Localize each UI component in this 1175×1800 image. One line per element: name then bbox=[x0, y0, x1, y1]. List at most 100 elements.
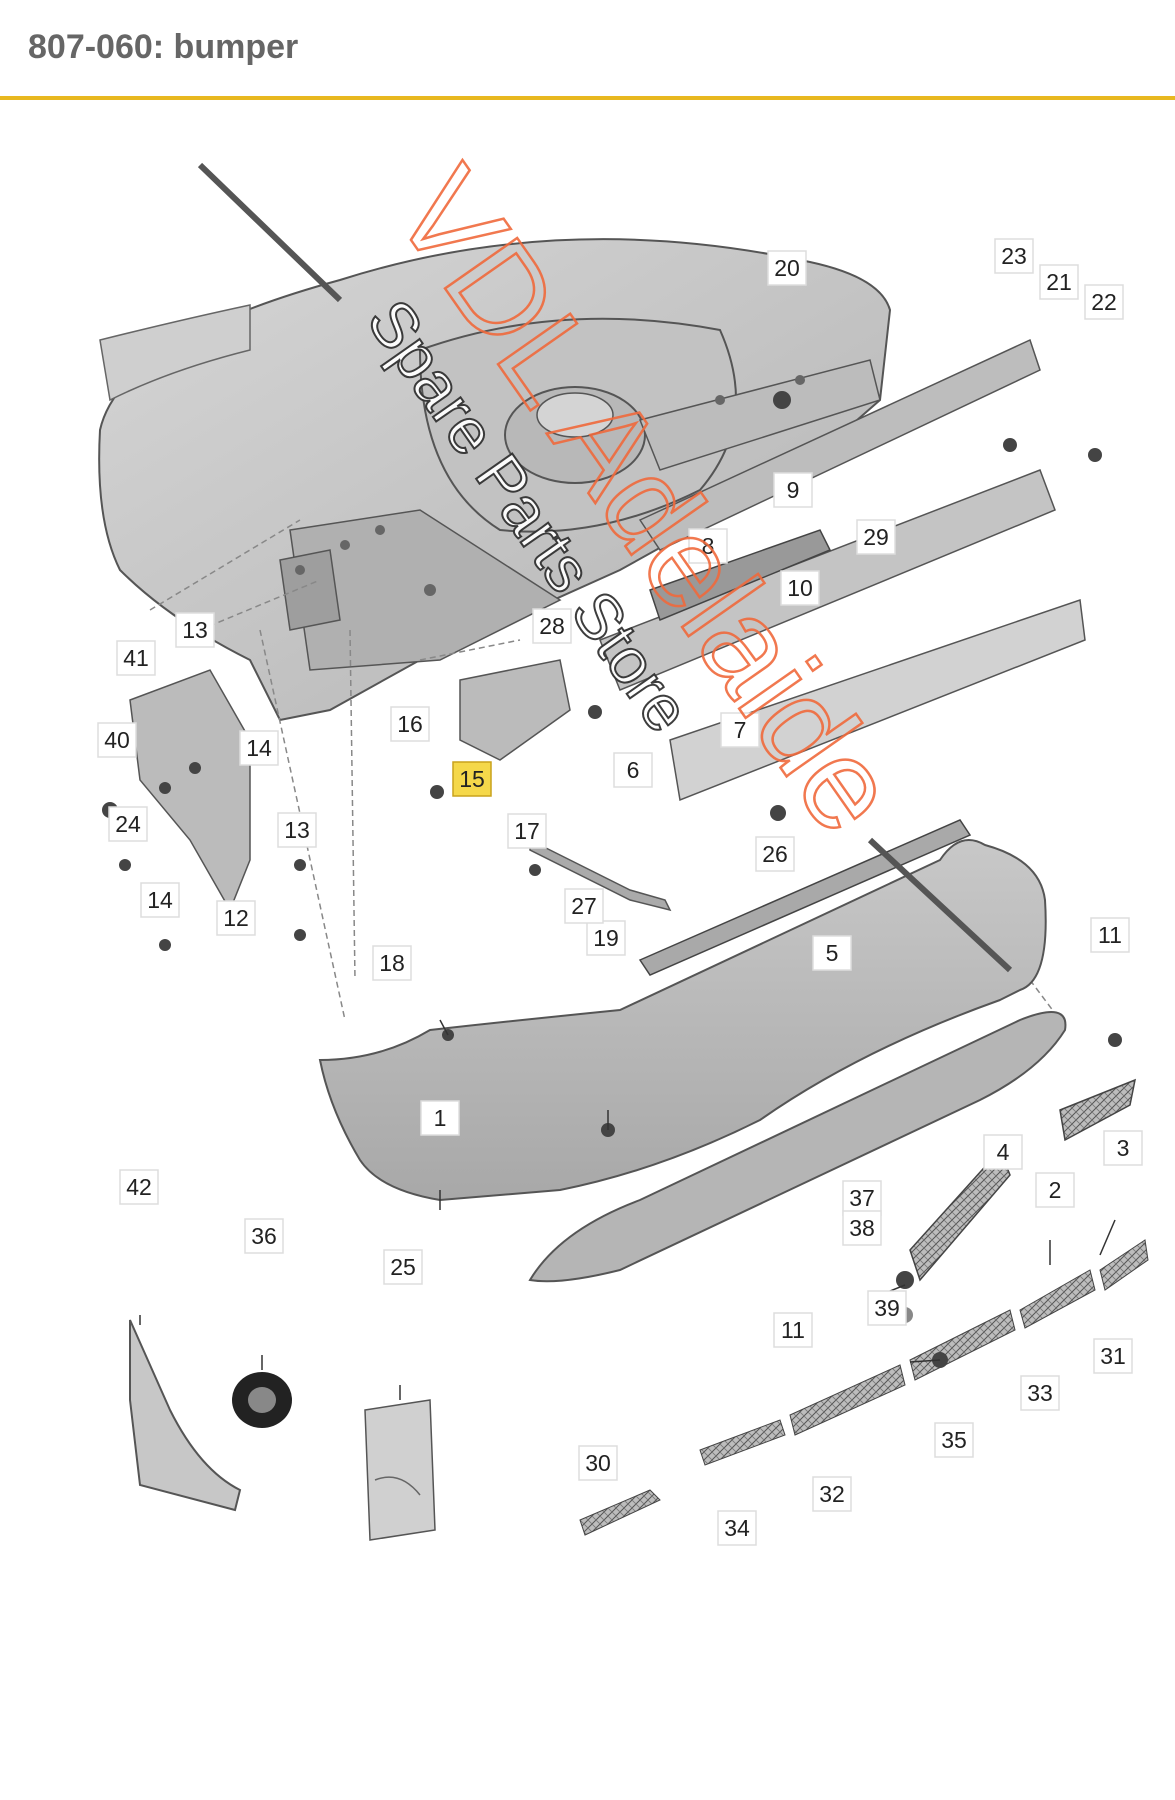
tape-roll-36 bbox=[232, 1372, 292, 1428]
callout-box bbox=[1090, 917, 1130, 953]
callout-box bbox=[688, 528, 728, 564]
callout-box bbox=[767, 250, 807, 286]
callout-label: 32 bbox=[819, 1481, 845, 1507]
callout-c21: 21 bbox=[1039, 264, 1079, 300]
callout-c13a: 13 bbox=[175, 612, 215, 648]
callout-c40: 40 bbox=[97, 722, 137, 758]
callout-c14b: 14 bbox=[140, 882, 180, 918]
callout-c22: 22 bbox=[1084, 284, 1124, 320]
callout-label: 13 bbox=[182, 617, 208, 643]
callout-box bbox=[842, 1210, 882, 1246]
callout-label: 23 bbox=[1001, 243, 1027, 269]
callout-label: 26 bbox=[762, 841, 788, 867]
callout-label: 14 bbox=[246, 735, 272, 761]
callout-c24: 24 bbox=[108, 806, 148, 842]
callout-c26: 26 bbox=[755, 836, 795, 872]
page-title: 807-060: bumper bbox=[28, 28, 299, 66]
mesh-strip-35 bbox=[909, 1309, 1016, 1381]
callout-box bbox=[1039, 264, 1079, 300]
callout-c30: 30 bbox=[578, 1445, 618, 1481]
callout-c19: 19 bbox=[586, 920, 626, 956]
mesh-strip-30 bbox=[579, 1489, 661, 1536]
callout-c41: 41 bbox=[116, 640, 156, 676]
callout-c33: 33 bbox=[1020, 1375, 1060, 1411]
callout-label: 31 bbox=[1100, 1343, 1126, 1369]
diffuser-trim bbox=[528, 1011, 1067, 1283]
callout-label: 40 bbox=[104, 727, 130, 753]
callout-c35: 35 bbox=[934, 1422, 974, 1458]
callout-c36: 36 bbox=[244, 1218, 284, 1254]
callout-c28: 28 bbox=[532, 608, 572, 644]
car-body-shell bbox=[98, 238, 892, 722]
side-bracket-15 bbox=[459, 659, 571, 761]
strip-27 bbox=[529, 838, 672, 912]
callout-box bbox=[277, 812, 317, 848]
callout-box bbox=[856, 519, 896, 555]
callout-box bbox=[564, 888, 604, 924]
callout-c3: 3 bbox=[1103, 1130, 1143, 1166]
callout-box bbox=[934, 1422, 974, 1458]
callout-box bbox=[239, 730, 279, 766]
callout-box bbox=[586, 920, 626, 956]
callout-c12: 12 bbox=[216, 900, 256, 936]
callout-c20: 20 bbox=[767, 250, 807, 286]
callout-box bbox=[383, 1249, 423, 1285]
bumper-cover-1 bbox=[318, 839, 1047, 1202]
callout-box bbox=[720, 712, 760, 748]
callout-box bbox=[1020, 1375, 1060, 1411]
callout-c8: 8 bbox=[688, 528, 728, 564]
page-header: 807-060: bumper bbox=[0, 0, 1175, 100]
callout-c16: 16 bbox=[390, 706, 430, 742]
callout-c1: 1 bbox=[420, 1100, 460, 1136]
callout-label: 22 bbox=[1091, 289, 1117, 315]
callout-box bbox=[1084, 284, 1124, 320]
callout-label: 34 bbox=[724, 1515, 750, 1541]
callout-c25: 25 bbox=[383, 1249, 423, 1285]
grille-4 bbox=[909, 1148, 1011, 1282]
callout-box bbox=[119, 1169, 159, 1205]
callout-box bbox=[867, 1290, 907, 1326]
callout-label: 39 bbox=[874, 1295, 900, 1321]
callout-label: 8 bbox=[702, 533, 715, 559]
callout-c13b: 13 bbox=[277, 812, 317, 848]
callout-c2: 2 bbox=[1035, 1172, 1075, 1208]
callout-label: 11 bbox=[1098, 922, 1122, 948]
callout-label: 1 bbox=[434, 1105, 447, 1131]
mesh-strip-31 bbox=[1099, 1239, 1149, 1291]
callout-c6: 6 bbox=[613, 752, 653, 788]
grille-3 bbox=[1059, 1078, 1137, 1142]
callout-box bbox=[983, 1134, 1023, 1170]
callout-c17: 17 bbox=[507, 813, 547, 849]
callout-label: 33 bbox=[1027, 1380, 1053, 1406]
callout-box bbox=[773, 472, 813, 508]
adhesive-bag-25 bbox=[364, 1399, 436, 1541]
callout-label: 29 bbox=[863, 524, 889, 550]
callout-box bbox=[578, 1445, 618, 1481]
callout-box bbox=[390, 706, 430, 742]
callout-c32: 32 bbox=[812, 1476, 852, 1512]
callout-box bbox=[780, 570, 820, 606]
callout-label: 4 bbox=[997, 1139, 1010, 1165]
callout-c39: 39 bbox=[867, 1290, 907, 1326]
callout-label: 11 bbox=[781, 1317, 805, 1343]
callout-label: 3 bbox=[1117, 1135, 1130, 1161]
callout-box bbox=[372, 945, 412, 981]
callout-label: 42 bbox=[126, 1174, 152, 1200]
callout-box bbox=[216, 900, 256, 936]
callout-c5: 5 bbox=[812, 935, 852, 971]
energy-absorber-26 bbox=[669, 598, 1086, 802]
callout-c4: 4 bbox=[983, 1134, 1023, 1170]
callout-label: 6 bbox=[627, 757, 640, 783]
callout-box bbox=[613, 752, 653, 788]
callout-label: 20 bbox=[774, 255, 800, 281]
callout-box bbox=[1103, 1130, 1143, 1166]
callout-c37: 37 bbox=[842, 1180, 882, 1216]
bracket-10 bbox=[649, 529, 832, 621]
callout-box bbox=[140, 882, 180, 918]
callout-c18: 18 bbox=[372, 945, 412, 981]
callout-box bbox=[812, 1476, 852, 1512]
callout-box bbox=[452, 761, 492, 797]
side-bracket-12 bbox=[129, 669, 251, 912]
callout-c23: 23 bbox=[994, 238, 1034, 274]
callout-label: 14 bbox=[147, 887, 173, 913]
